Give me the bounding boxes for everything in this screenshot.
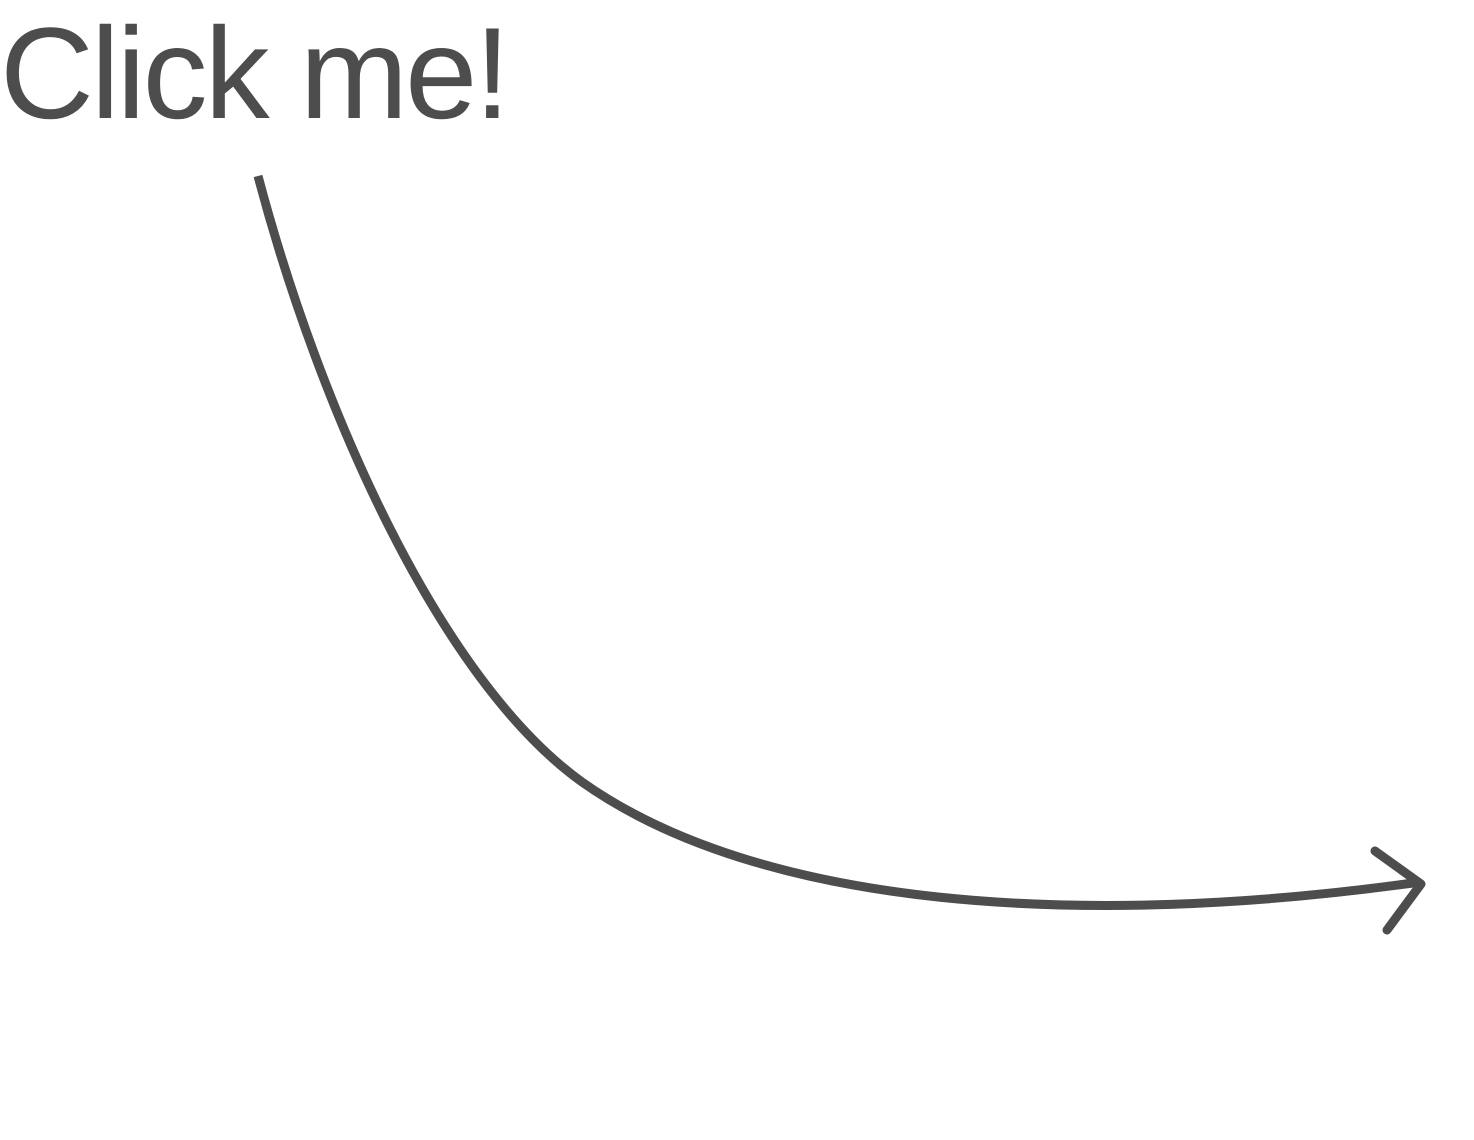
arrow-head: [1370, 846, 1426, 935]
arrow-shaft: [253, 174, 1421, 910]
click-me-label[interactable]: Click me!: [0, 0, 510, 146]
